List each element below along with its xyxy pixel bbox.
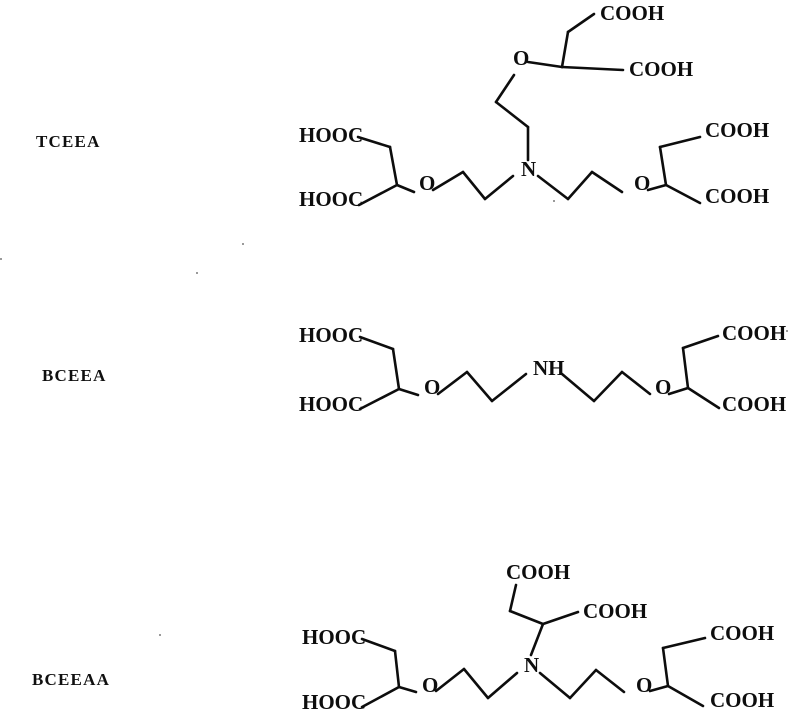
atom-label-cooh: COOH: [710, 621, 774, 645]
scan-speck: [159, 634, 161, 636]
bond-tceea-left-o: [395, 183, 416, 194]
atom-label-cooh: COOH: [583, 599, 647, 623]
atom-label-cooh: COOH: [600, 1, 664, 25]
bond-bceea-right-nch2: [560, 372, 596, 403]
bond-tceea-left-ch2n: [483, 174, 515, 201]
compound-label-bceeaa: BCEEAA: [32, 670, 111, 689]
scan-speck: [242, 243, 244, 245]
structure-tceea: COOH COOH O N HOOC HOOC O COOH COOH O: [299, 1, 769, 211]
bond-tceea-top-cooh2: [560, 65, 625, 72]
bond-tceea-right-ch2: [658, 145, 668, 187]
bond-bceea-left-o: [397, 387, 420, 397]
bond-bceeaa-right-ch2o: [594, 668, 626, 694]
bond-bceeaa-left-ch2ch2: [462, 667, 490, 700]
bond-bceeaa-left-cooh2: [360, 685, 401, 709]
atom-label-n: N: [524, 653, 539, 677]
atom-label-cooh: COOH: [705, 184, 769, 208]
scan-speck: [786, 330, 788, 332]
bond-bceea-left-ch2: [391, 347, 401, 391]
compound-label-bceea: BCEEA: [42, 366, 107, 385]
bond-tceea-right-o: [646, 183, 668, 192]
bond-bceeaa-right-ch2: [661, 646, 670, 688]
bond-bceea-right-ch2o: [620, 370, 652, 396]
atom-label-cooh: COOH: [705, 118, 769, 142]
bond-tceea-right-ch2ch2: [566, 170, 594, 201]
scan-speck: [196, 272, 198, 274]
bond-bceea-left-ch2ch2: [465, 370, 494, 403]
bond-bceeaa-right-cooh2: [666, 684, 705, 708]
bond-bceea-left-ch2n: [490, 372, 528, 403]
scan-speck: [0, 258, 2, 260]
bond-bceea-left-och2: [436, 370, 469, 396]
bond-tceea-top-ch2ch2: [494, 100, 530, 129]
atom-label-o: O: [636, 673, 652, 697]
bond-tceea-right-cooh2: [664, 183, 702, 205]
structure-bceea: HOOC HOOC O NH O COOH COOH: [299, 321, 786, 416]
bond-bceeaa-ch2-cooh: [508, 583, 518, 613]
bond-bceeaa-right-nch2: [538, 671, 572, 700]
atom-label-n: N: [521, 157, 536, 181]
bond-bceea-right-ch2: [681, 346, 690, 390]
bond-bceeaa-left-ch2: [393, 649, 401, 689]
atom-label-cooh: COOH: [629, 57, 693, 81]
atom-label-hooc: HOOC: [302, 690, 366, 712]
atom-label-cooh: COOH: [722, 392, 786, 416]
bond-bceea-right-cooh2: [686, 386, 721, 410]
atom-label-o: O: [655, 375, 671, 399]
bond-bceeaa-right-cooh1: [661, 636, 707, 650]
atom-label-o: O: [634, 171, 650, 195]
bond-tceea-right-nch2: [536, 174, 570, 201]
structure-bceeaa: COOH COOH N HOOC HOOC O O COOH COOH: [302, 560, 774, 712]
bond-tceea-left-och2: [431, 170, 465, 192]
bond-tceea-left-ch2: [388, 145, 399, 187]
compound-label-tceea: TCEEA: [36, 132, 101, 151]
bond-tceea-right-ch2o: [590, 170, 624, 194]
atom-label-o: O: [419, 171, 435, 195]
atom-label-cooh: COOH: [506, 560, 570, 584]
bond-tceea-top-cooh1: [566, 12, 596, 34]
bond-tceea-left-ch2ch2: [461, 170, 487, 201]
atom-label-o: O: [424, 375, 440, 399]
atom-label-hooc: HOOC: [299, 323, 363, 347]
atom-label-o: O: [513, 46, 529, 70]
atom-label-hooc: HOOC: [302, 625, 366, 649]
bond-bceeaa-left-ch2n: [486, 671, 519, 700]
bond-bceea-left-cooh2: [358, 387, 401, 411]
atom-label-cooh: COOH: [722, 321, 786, 345]
bond-bceeaa-ch-cooh: [541, 610, 580, 626]
scan-speck: [553, 200, 555, 202]
atom-label-hooc: HOOC: [299, 123, 363, 147]
atom-label-nh: NH: [533, 356, 565, 380]
bond-bceeaa-right-o: [648, 684, 670, 693]
bond-tceea-right-cooh1: [658, 135, 702, 149]
bond-tceea-left-cooh2: [357, 183, 399, 207]
bond-tceea-top-ch2: [560, 30, 570, 69]
bond-bceeaa-left-o: [397, 685, 418, 694]
bond-bceea-right-ch2ch2: [592, 370, 624, 403]
bond-tceea-top-och2: [494, 73, 516, 104]
atom-label-o: O: [422, 673, 438, 697]
bond-bceea-right-o: [667, 386, 690, 396]
bond-tceea-left-cooh1: [356, 135, 392, 149]
atom-label-hooc: HOOC: [299, 187, 363, 211]
bond-bceeaa-ch-ch2: [508, 609, 545, 626]
bond-bceea-left-cooh1: [358, 335, 395, 351]
bond-tceea-top-o: [526, 60, 564, 69]
bond-bceeaa-right-ch2ch2: [568, 668, 598, 700]
atom-label-cooh: COOH: [710, 688, 774, 712]
atom-label-hooc: HOOC: [299, 392, 363, 416]
bond-bceeaa-left-och2: [434, 667, 466, 693]
bond-bceeaa-n-ch: [529, 622, 545, 657]
bond-bceeaa-left-cooh1: [360, 637, 397, 653]
bond-bceea-right-cooh1: [681, 334, 720, 350]
